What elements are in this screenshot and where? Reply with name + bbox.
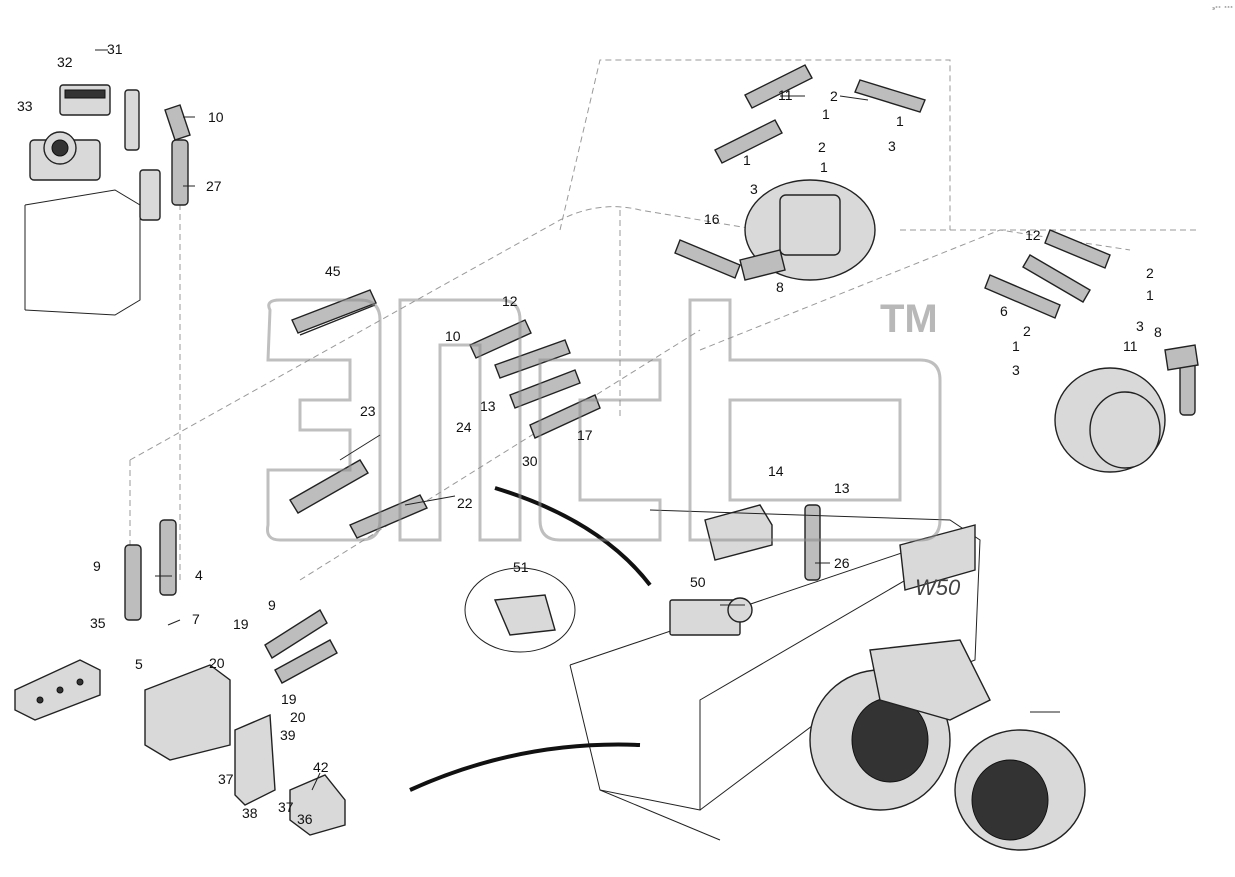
callout-9-center: 9: [268, 597, 276, 613]
machine-label: W50: [915, 575, 961, 600]
callout-17: 17: [577, 427, 593, 443]
callout-37-b: 37: [278, 799, 294, 815]
callout-13-center: 13: [480, 398, 496, 414]
callout-31: 31: [107, 41, 123, 57]
callout-3-a: 3: [888, 138, 896, 154]
callout-8-a: 8: [776, 279, 784, 295]
callout-11-top: 11: [778, 87, 793, 103]
callout-8-b: 8: [1154, 324, 1162, 340]
callout-24: 24: [456, 419, 472, 435]
routing-guides: [129, 59, 1200, 600]
callout-23: 23: [360, 403, 376, 419]
wheels: [809, 639, 1086, 851]
hydraulic-tank: [24, 84, 161, 316]
callout-10-center: 10: [445, 328, 461, 344]
callout-26: 26: [834, 555, 850, 571]
bracket-51: [464, 567, 576, 653]
callout-4: 4: [195, 567, 203, 583]
callout-2-d: 2: [1023, 323, 1031, 339]
trademark-symbol: TM: [880, 297, 938, 341]
leader-lines: [95, 49, 1060, 791]
callout-51: 51: [513, 559, 529, 575]
callout-3-d: 3: [1012, 362, 1020, 378]
callout-2-b: 2: [818, 139, 826, 155]
callout-9-left: 9: [93, 558, 101, 574]
lower-left-hoses: [14, 519, 346, 836]
callout-35: 35: [90, 615, 106, 631]
callout-38: 38: [242, 805, 258, 821]
callout-3-b: 3: [750, 181, 758, 197]
callout-7: 7: [192, 611, 200, 627]
drive-motor-upper: [674, 64, 926, 281]
callout-1-d: 1: [820, 159, 828, 175]
callout-19-b: 19: [281, 691, 297, 707]
callout-5: 5: [135, 656, 143, 672]
callout-1-c: 1: [743, 152, 751, 168]
callout-10-top: 10: [208, 109, 224, 125]
callout-16: 16: [704, 211, 720, 227]
drive-motor-right: [984, 229, 1199, 473]
callout-12-center: 12: [502, 293, 518, 309]
watermark-logo: TM: [266, 297, 942, 542]
corner-code: э°° ⁰⁰⁰: [1212, 6, 1233, 12]
callout-50: 50: [690, 574, 706, 590]
hose-assembly-27: [164, 104, 191, 206]
callout-32: 32: [57, 54, 73, 70]
callout-20-a: 20: [209, 655, 225, 671]
callout-12-right: 12: [1025, 227, 1041, 243]
callout-2-c: 2: [1146, 265, 1154, 281]
callout-37-a: 37: [218, 771, 234, 787]
callout-20-b: 20: [290, 709, 306, 725]
callout-27: 27: [206, 178, 222, 194]
callout-33: 33: [17, 98, 33, 114]
callout-3-c: 3: [1136, 318, 1144, 334]
callout-11-right: 11: [1123, 338, 1138, 354]
callout-2-a: 2: [830, 88, 838, 104]
callout-1-e: 1: [1146, 287, 1154, 303]
callout-42: 42: [313, 759, 329, 775]
callout-1-f: 1: [1012, 338, 1020, 354]
callout-1-b: 1: [896, 113, 904, 129]
callout-39: 39: [280, 727, 296, 743]
callout-6: 6: [1000, 303, 1008, 319]
callout-1-a: 1: [822, 106, 830, 122]
callout-13-right: 13: [834, 480, 850, 496]
section-arc-lower: [409, 742, 641, 792]
callout-labels: 31 32 33 10 27 11 2 1 1 3 2 1 1 3 16 8 1…: [17, 41, 1162, 827]
callout-30: 30: [522, 453, 538, 469]
callout-45: 45: [325, 263, 341, 279]
callout-36: 36: [297, 811, 313, 827]
callout-19-a: 19: [233, 616, 249, 632]
callout-22: 22: [457, 495, 473, 511]
callout-14: 14: [768, 463, 784, 479]
